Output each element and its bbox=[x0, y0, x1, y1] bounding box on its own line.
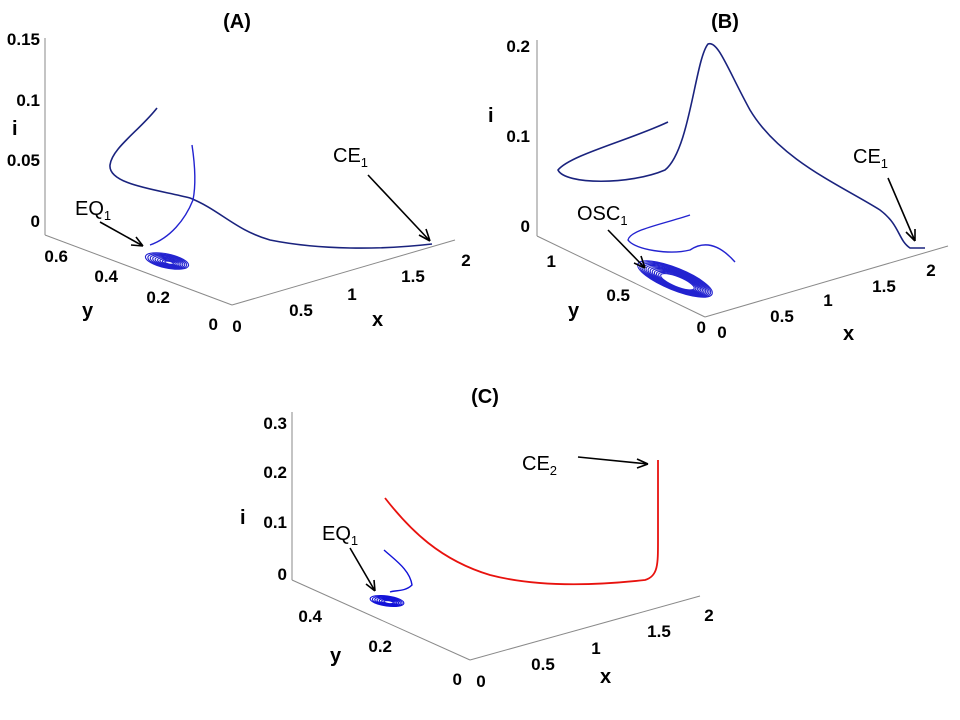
panel-a-x-tick: 1.5 bbox=[401, 267, 425, 286]
panel-b-z-tick: 0 bbox=[521, 217, 530, 236]
panel-b-y-tick: 0 bbox=[697, 318, 706, 337]
panel-b-attractor bbox=[637, 260, 713, 298]
panel-b-z-tick: 0.1 bbox=[506, 127, 530, 146]
panel-a-x-tick: 0 bbox=[232, 317, 241, 336]
panel-c-z-tick: 0.2 bbox=[263, 463, 287, 482]
panel-a-x-label: x bbox=[372, 309, 383, 331]
attractor-loop bbox=[161, 259, 176, 266]
panel-a-y-tick: 0.2 bbox=[146, 288, 170, 307]
panel-b-y-tick: 0.5 bbox=[606, 286, 630, 305]
panel-b-x-label: x bbox=[843, 323, 854, 345]
panel-c-y-tick: 0.2 bbox=[368, 637, 392, 656]
panel-c-x-tick: 0.5 bbox=[531, 655, 555, 674]
panel-b-z-label: i bbox=[488, 105, 494, 127]
panel-c-annotation-eq: EQ1 bbox=[322, 523, 358, 548]
panel-c-title: (C) bbox=[471, 386, 499, 408]
panel-b-y-label: y bbox=[568, 300, 580, 322]
panel-c: (C) 0.3 0.2 0.1 0 i 0.4 0.2 0 y 0 0.5 1 … bbox=[240, 386, 714, 691]
panel-b-x-tick: 1 bbox=[823, 291, 832, 310]
panel-b-title: (B) bbox=[711, 11, 739, 33]
panel-b-series-2 bbox=[627, 214, 736, 263]
attractor-loop bbox=[147, 253, 188, 270]
panel-c-annotation-ce: CE2 bbox=[522, 453, 557, 478]
panel-a-annotation-ce: CE1 bbox=[333, 145, 368, 170]
attractor-loop bbox=[152, 255, 184, 268]
panel-c-x-tick: 2 bbox=[704, 606, 713, 625]
panel-a-arrow-eq bbox=[99, 221, 144, 247]
panel-c-z-tick: 0 bbox=[278, 565, 287, 584]
attractor-loop bbox=[164, 260, 174, 265]
panel-b-z-tick: 0.2 bbox=[506, 37, 530, 56]
panel-a-y-label: y bbox=[82, 300, 94, 322]
panel-b-x-tick: 0.5 bbox=[770, 307, 794, 326]
panel-b-x-tick: 2 bbox=[926, 261, 935, 280]
panel-a-x-tick: 0.5 bbox=[289, 301, 313, 320]
panel-a-attractor bbox=[144, 252, 190, 270]
attractor-loop bbox=[660, 273, 695, 291]
panel-a-title: (A) bbox=[223, 11, 251, 33]
panel-b: (B) 0.2 0.1 0 i 1 0.5 0 y 0 0.5 1 1.5 2 … bbox=[488, 11, 949, 345]
panel-a-x-axis bbox=[231, 239, 456, 306]
panel-b-y-tick: 1 bbox=[547, 252, 556, 271]
attractor-loop bbox=[156, 257, 180, 267]
panel-a-y-tick: 0.6 bbox=[44, 247, 68, 266]
panel-b-x-tick: 0 bbox=[717, 323, 726, 342]
panel-c-x-axis bbox=[469, 595, 701, 661]
panel-a-y-tick: 0.4 bbox=[94, 267, 118, 286]
panel-c-y-tick: 0.4 bbox=[298, 607, 322, 626]
panel-c-x-label: x bbox=[600, 666, 611, 688]
attractor-loop bbox=[154, 256, 182, 268]
panel-c-attractor bbox=[369, 594, 405, 608]
attractor-loop bbox=[159, 258, 178, 267]
panel-b-annotation-ce: CE1 bbox=[853, 146, 888, 171]
panel-a-x-tick: 2 bbox=[461, 251, 470, 270]
panel-b-arrow-osc bbox=[607, 229, 646, 269]
panel-c-series-2 bbox=[383, 549, 413, 593]
panel-c-y-label: y bbox=[330, 645, 342, 667]
panel-c-z-tick: 0.3 bbox=[263, 414, 287, 433]
panel-c-arrow-ce bbox=[577, 456, 649, 469]
panel-c-x-tick: 1.5 bbox=[647, 622, 671, 641]
panel-c-x-tick: 0 bbox=[476, 672, 485, 691]
panel-a-z-label: i bbox=[12, 118, 18, 140]
panel-a-series-1 bbox=[109, 107, 433, 249]
panel-c-arrow-eq bbox=[349, 547, 376, 592]
panel-b-arrow-ce bbox=[887, 177, 916, 242]
attractor-loop bbox=[144, 252, 190, 270]
panel-a-x-tick: 1 bbox=[347, 285, 356, 304]
panel-a-y-tick: 0 bbox=[209, 315, 218, 334]
panel-a-z-tick: 0.1 bbox=[16, 91, 40, 110]
panel-c-series-1 bbox=[384, 460, 659, 586]
panel-a: (A) 0.15 0.1 0.05 0 i 0.6 0.4 0.2 0 y 0 … bbox=[7, 11, 471, 336]
attractor-loop bbox=[383, 600, 394, 605]
panel-a-z-tick: 0.05 bbox=[7, 151, 40, 170]
attractor-loop bbox=[149, 254, 186, 269]
panel-b-x-tick: 1.5 bbox=[872, 277, 896, 296]
panel-a-z-tick: 0 bbox=[31, 212, 40, 231]
panel-a-series-2 bbox=[149, 144, 196, 246]
panel-c-z-label: i bbox=[240, 507, 246, 529]
panel-a-arrow-ce bbox=[367, 174, 431, 242]
panel-a-z-tick: 0.15 bbox=[7, 30, 40, 49]
panel-c-x-tick: 1 bbox=[591, 639, 600, 658]
panel-c-y-tick: 0 bbox=[453, 670, 462, 689]
panel-b-annotation-osc: OSC1 bbox=[577, 203, 628, 228]
panel-b-series-1 bbox=[557, 42, 925, 249]
panel-b-y-axis bbox=[536, 235, 706, 318]
panel-a-y-axis bbox=[44, 234, 233, 306]
panel-c-z-tick: 0.1 bbox=[263, 513, 287, 532]
panel-a-annotation-eq: EQ1 bbox=[75, 198, 111, 223]
panel-b-x-axis bbox=[704, 245, 949, 318]
panel-c-y-axis bbox=[291, 579, 471, 661]
